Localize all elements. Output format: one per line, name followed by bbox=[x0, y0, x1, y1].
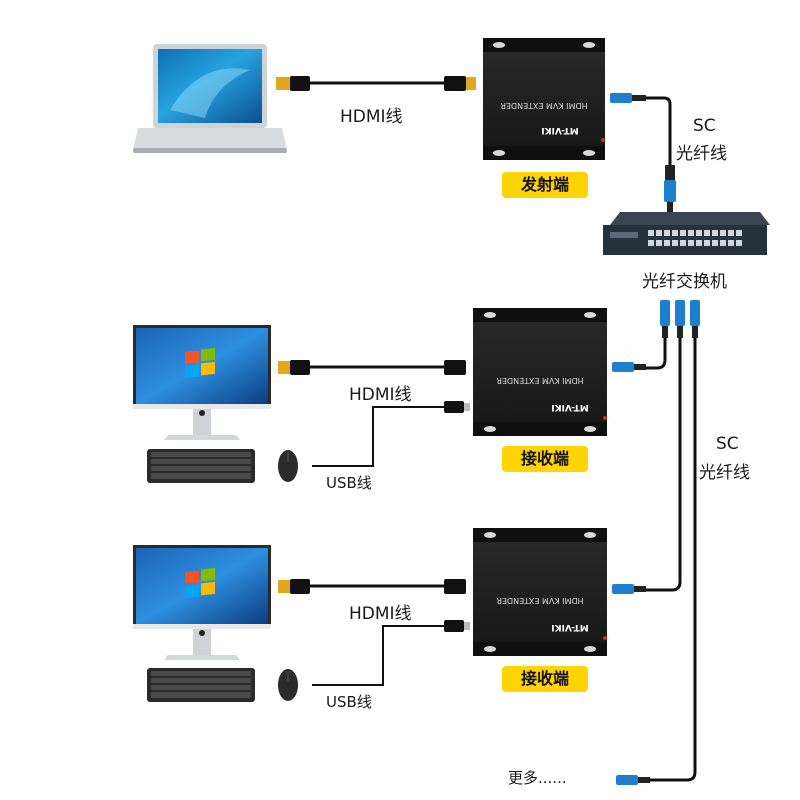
svg-text:MT-VIKI: MT-VIKI bbox=[551, 622, 589, 632]
receiver-device-2: HDMI KVM EXTENDER MT-VIKI bbox=[473, 528, 646, 656]
transmitter-device: HDMI KVM EXTENDER MT-VIKI bbox=[483, 38, 605, 160]
sc-fiber-label-top-line2: 光纤线 bbox=[676, 144, 727, 164]
hdmi-cable-label-top: HDMI线 bbox=[340, 107, 403, 127]
sc-fiber-label-right-line2: 光纤线 bbox=[699, 463, 750, 483]
laptop-icon bbox=[133, 44, 287, 153]
hdmi-cable-station-2 bbox=[278, 579, 466, 594]
mouse-2-icon bbox=[278, 669, 298, 701]
receiver-badge-2: 接收端 bbox=[502, 666, 588, 692]
sc-fiber-label-right-line1: SC bbox=[716, 434, 739, 454]
keyboard-1-icon bbox=[147, 449, 255, 483]
monitor-2-icon bbox=[133, 545, 271, 660]
receiver-device-1: HDMI KVM EXTENDER MT-VIKI bbox=[473, 308, 646, 436]
hdmi-cable-top bbox=[276, 76, 476, 91]
svg-text:HDMI KVM EXTENDER: HDMI KVM EXTENDER bbox=[496, 376, 584, 385]
more-label: 更多...... bbox=[508, 769, 567, 787]
svg-text:HDMI KVM EXTENDER: HDMI KVM EXTENDER bbox=[496, 596, 584, 605]
usb-cable-label-station-1: USB线 bbox=[326, 474, 372, 492]
svg-text:MT-VIKI: MT-VIKI bbox=[551, 402, 589, 412]
fiber-switch-drops bbox=[646, 300, 700, 782]
keyboard-2-icon bbox=[147, 668, 255, 702]
hdmi-cable-label-station-1: HDMI线 bbox=[349, 385, 412, 405]
usb-cable-station-1 bbox=[312, 401, 470, 467]
fiber-switch-label: 光纤交换机 bbox=[642, 272, 727, 292]
usb-cable-label-station-2: USB线 bbox=[326, 693, 372, 711]
hdmi-cable-station-1 bbox=[278, 360, 466, 375]
mouse-1-icon bbox=[278, 450, 298, 482]
monitor-1-icon bbox=[133, 325, 271, 440]
fiber-switch-device bbox=[603, 212, 770, 255]
transmitter-badge: 发射端 bbox=[502, 172, 588, 198]
fiber-transmitter-switch bbox=[610, 93, 676, 214]
svg-text:MT-VIKI: MT-VIKI bbox=[541, 125, 579, 135]
fiber-more-connector bbox=[616, 775, 650, 785]
sc-fiber-label-top-line1: SC bbox=[693, 116, 716, 136]
hdmi-cable-label-station-2: HDMI线 bbox=[349, 604, 412, 624]
usb-cable-station-2 bbox=[312, 620, 470, 686]
receiver-badge-1: 接收端 bbox=[502, 446, 588, 472]
svg-text:HDMI KVM EXTENDER: HDMI KVM EXTENDER bbox=[500, 101, 588, 110]
